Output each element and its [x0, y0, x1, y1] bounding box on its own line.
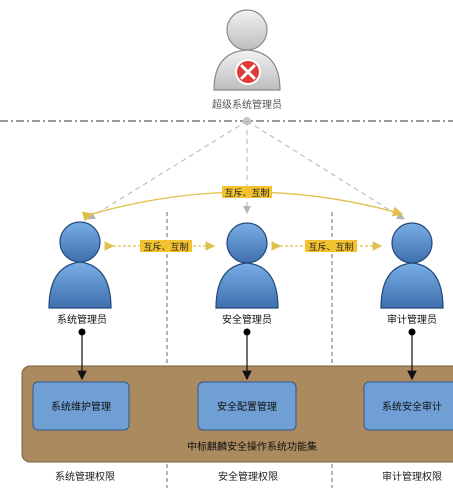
function-box-audit [363, 381, 453, 431]
function-box-security [197, 381, 297, 431]
role-label-audit-admin: 审计管理员 [387, 313, 437, 326]
hub-arrow-left [87, 120, 248, 220]
x-circle-icon [235, 59, 261, 85]
role-label-security-admin: 安全管理员 [222, 313, 272, 326]
down-arrow-audit-admin [407, 328, 417, 381]
down-arrow-system-admin [77, 328, 87, 381]
right-relation-tag [305, 240, 357, 252]
hub-arrow-right [246, 120, 405, 220]
permission-label-system: 系统管理权限 [55, 470, 115, 483]
role-label-system-admin: 系统管理员 [57, 313, 107, 326]
function-label-system: 系统维护管理 [51, 400, 111, 413]
permission-label-audit: 审计管理权限 [382, 470, 442, 483]
top-relation-label: 互斥、互制 [224, 187, 269, 199]
top-relation-tag [222, 186, 272, 198]
down-arrow-security-admin [242, 328, 252, 381]
function-label-security: 安全配置管理 [217, 400, 277, 413]
function-box-system [32, 381, 130, 431]
security-admin-icon [215, 222, 279, 309]
platform-label: 中标麒麟安全操作系统功能集 [187, 440, 317, 453]
audit-admin-icon [380, 222, 444, 309]
left-relation-tag [140, 240, 192, 252]
super-admin-label: 超级系统管理员 [212, 98, 282, 111]
function-label-audit: 系统安全审计 [382, 400, 442, 413]
left-relation-label: 互斥、互制 [143, 241, 188, 253]
right-relation-label: 互斥、互制 [308, 241, 353, 253]
system-admin-icon [48, 221, 112, 309]
permission-label-security: 安全管理权限 [218, 470, 278, 483]
